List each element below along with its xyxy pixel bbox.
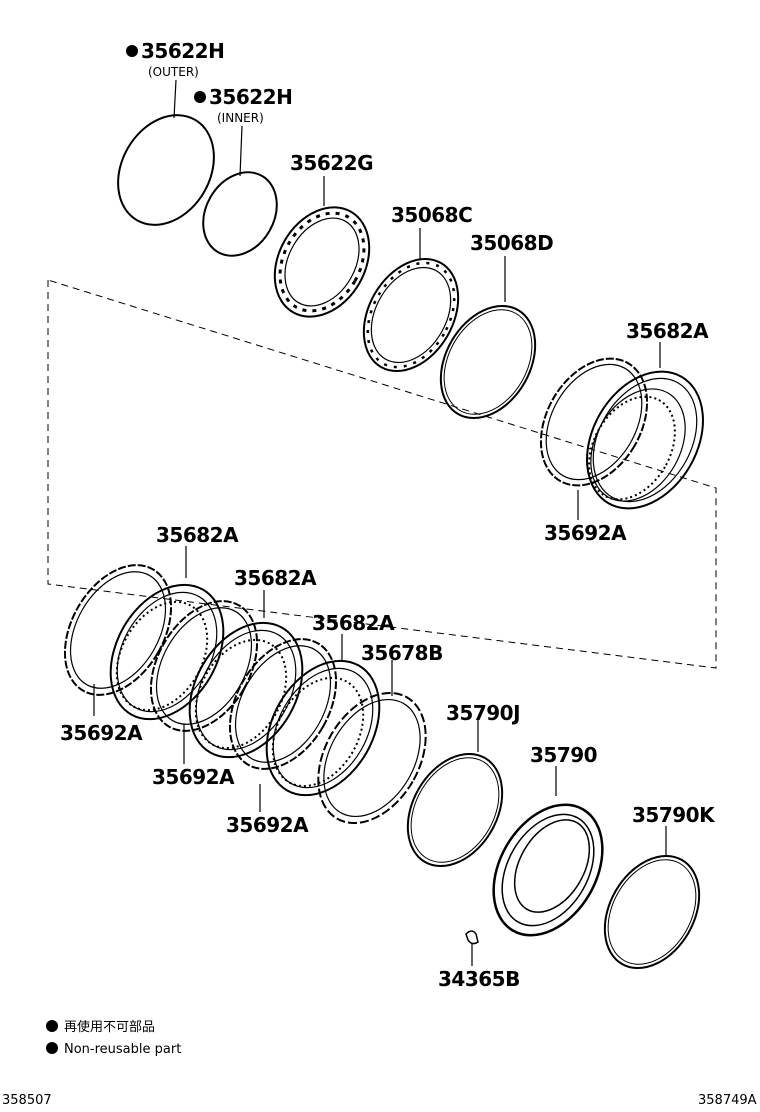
label-35678b: 35678B bbox=[361, 641, 443, 665]
non-reusable-dot-outer bbox=[126, 45, 138, 57]
footer-left-code: 358507 bbox=[2, 1093, 52, 1108]
snap-ring-35790k bbox=[603, 854, 701, 970]
non-reusable-dot-inner bbox=[194, 91, 206, 103]
label-35682a-2: 35682A bbox=[234, 566, 317, 590]
label-34365b: 34365B bbox=[438, 967, 520, 991]
o-ring-inner bbox=[202, 171, 278, 257]
label-35682a-top: 35682A bbox=[626, 319, 709, 343]
label-35622g: 35622G bbox=[290, 151, 373, 175]
label-35790k: 35790K bbox=[632, 803, 716, 827]
label-35790: 35790 bbox=[530, 743, 597, 767]
label-35622h-outer: 35622H bbox=[141, 39, 224, 63]
label-outer: (OUTER) bbox=[148, 65, 199, 79]
legend-jp: 再使用不可部品 bbox=[64, 1019, 155, 1035]
label-35692a-top: 35692A bbox=[544, 521, 627, 545]
snap-ring-35068d bbox=[439, 304, 537, 420]
label-35790j: 35790J bbox=[446, 701, 520, 725]
label-35682a-1: 35682A bbox=[156, 523, 239, 547]
o-ring-outer bbox=[117, 114, 215, 226]
clip-34365b bbox=[465, 930, 479, 945]
label-35692a-1: 35692A bbox=[60, 721, 143, 745]
label-35682a-3: 35682A bbox=[312, 611, 395, 635]
clutch-pack-upper bbox=[539, 357, 704, 510]
plate-35068c bbox=[362, 257, 460, 373]
legend-dot-jp bbox=[46, 1020, 58, 1032]
assembly-dashed-frame bbox=[47, 279, 717, 669]
leader-lines bbox=[93, 79, 667, 966]
clutch-pack-lower bbox=[63, 564, 427, 825]
snap-ring-35790j bbox=[406, 752, 504, 868]
label-35068d: 35068D bbox=[470, 231, 553, 255]
label-35692a-3: 35692A bbox=[226, 813, 309, 837]
label-35692a-2: 35692A bbox=[152, 765, 235, 789]
piston-35790 bbox=[492, 803, 604, 937]
label-35068c: 35068C bbox=[391, 203, 472, 227]
legend-en: Non-reusable part bbox=[64, 1042, 181, 1057]
legend-dot-en bbox=[46, 1042, 58, 1054]
label-inner: (INNER) bbox=[217, 111, 264, 125]
footer-right-code: 358749A bbox=[698, 1093, 757, 1108]
race-35622g bbox=[273, 206, 371, 318]
label-35622h-inner: 35622H bbox=[209, 85, 292, 109]
